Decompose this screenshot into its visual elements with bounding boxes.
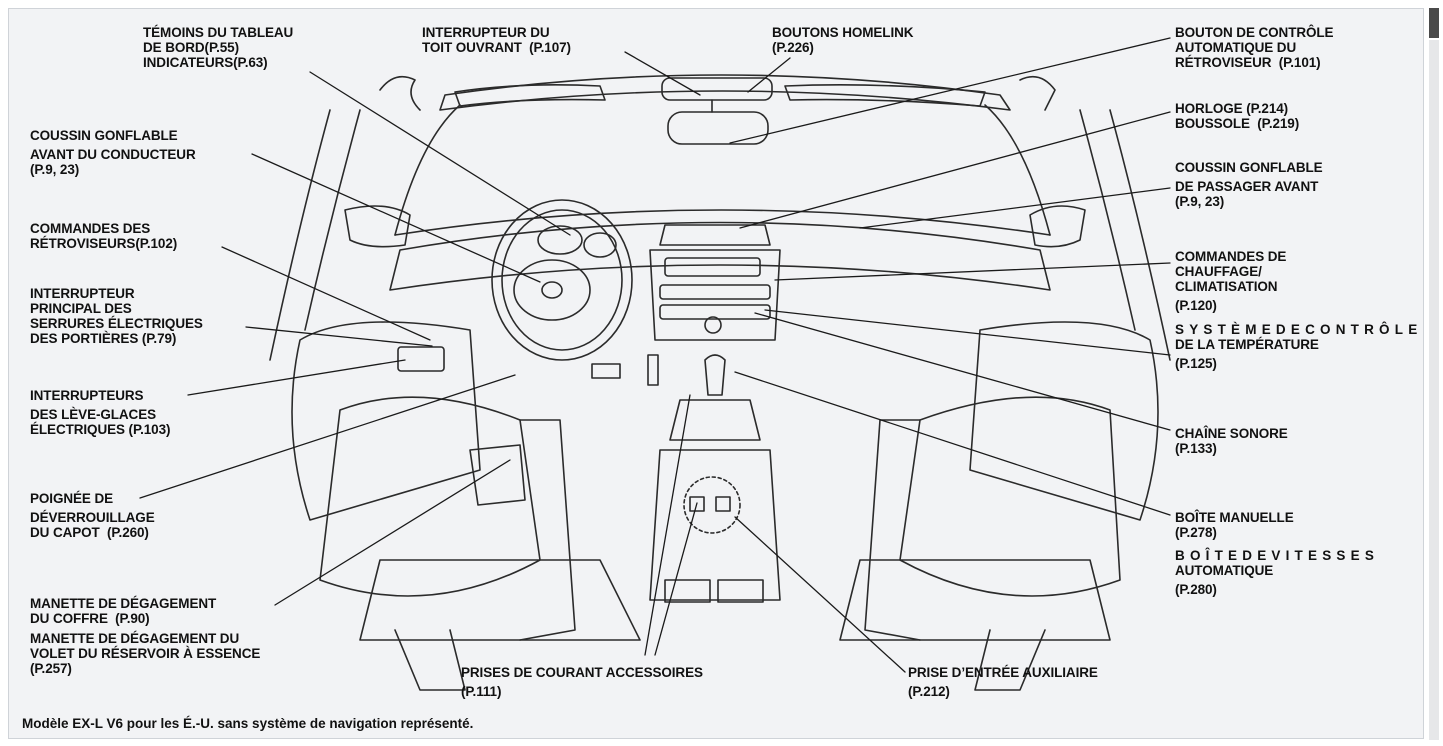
car-interior-drawing (269, 74, 1171, 691)
label-homelink: BOUTONS HOMELINK(P.226) (772, 25, 914, 55)
label-audio-system: CHAÎNE SONORE(P.133) (1175, 426, 1288, 456)
scroll-thumb[interactable] (1429, 8, 1439, 38)
leader-lines (139, 37, 1171, 673)
label-clock-compass: HORLOGE (P.214)BOUSSOLE (P.219) (1175, 101, 1300, 131)
model-caption: Modèle EX-L V6 pour les É.-U. sans systè… (22, 716, 474, 731)
scroll-track[interactable] (1429, 40, 1439, 740)
label-aux-jack: PRISE D’ENTRÉE AUXILIAIRE(P.212) (908, 665, 1098, 699)
diagram-panel (8, 8, 1424, 739)
label-accessory-sockets: PRISES DE COURANT ACCESSOIRES(P.111) (461, 665, 703, 699)
label-manual-transmission: BOÎTE MANUELLE(P.278) (1175, 510, 1294, 540)
